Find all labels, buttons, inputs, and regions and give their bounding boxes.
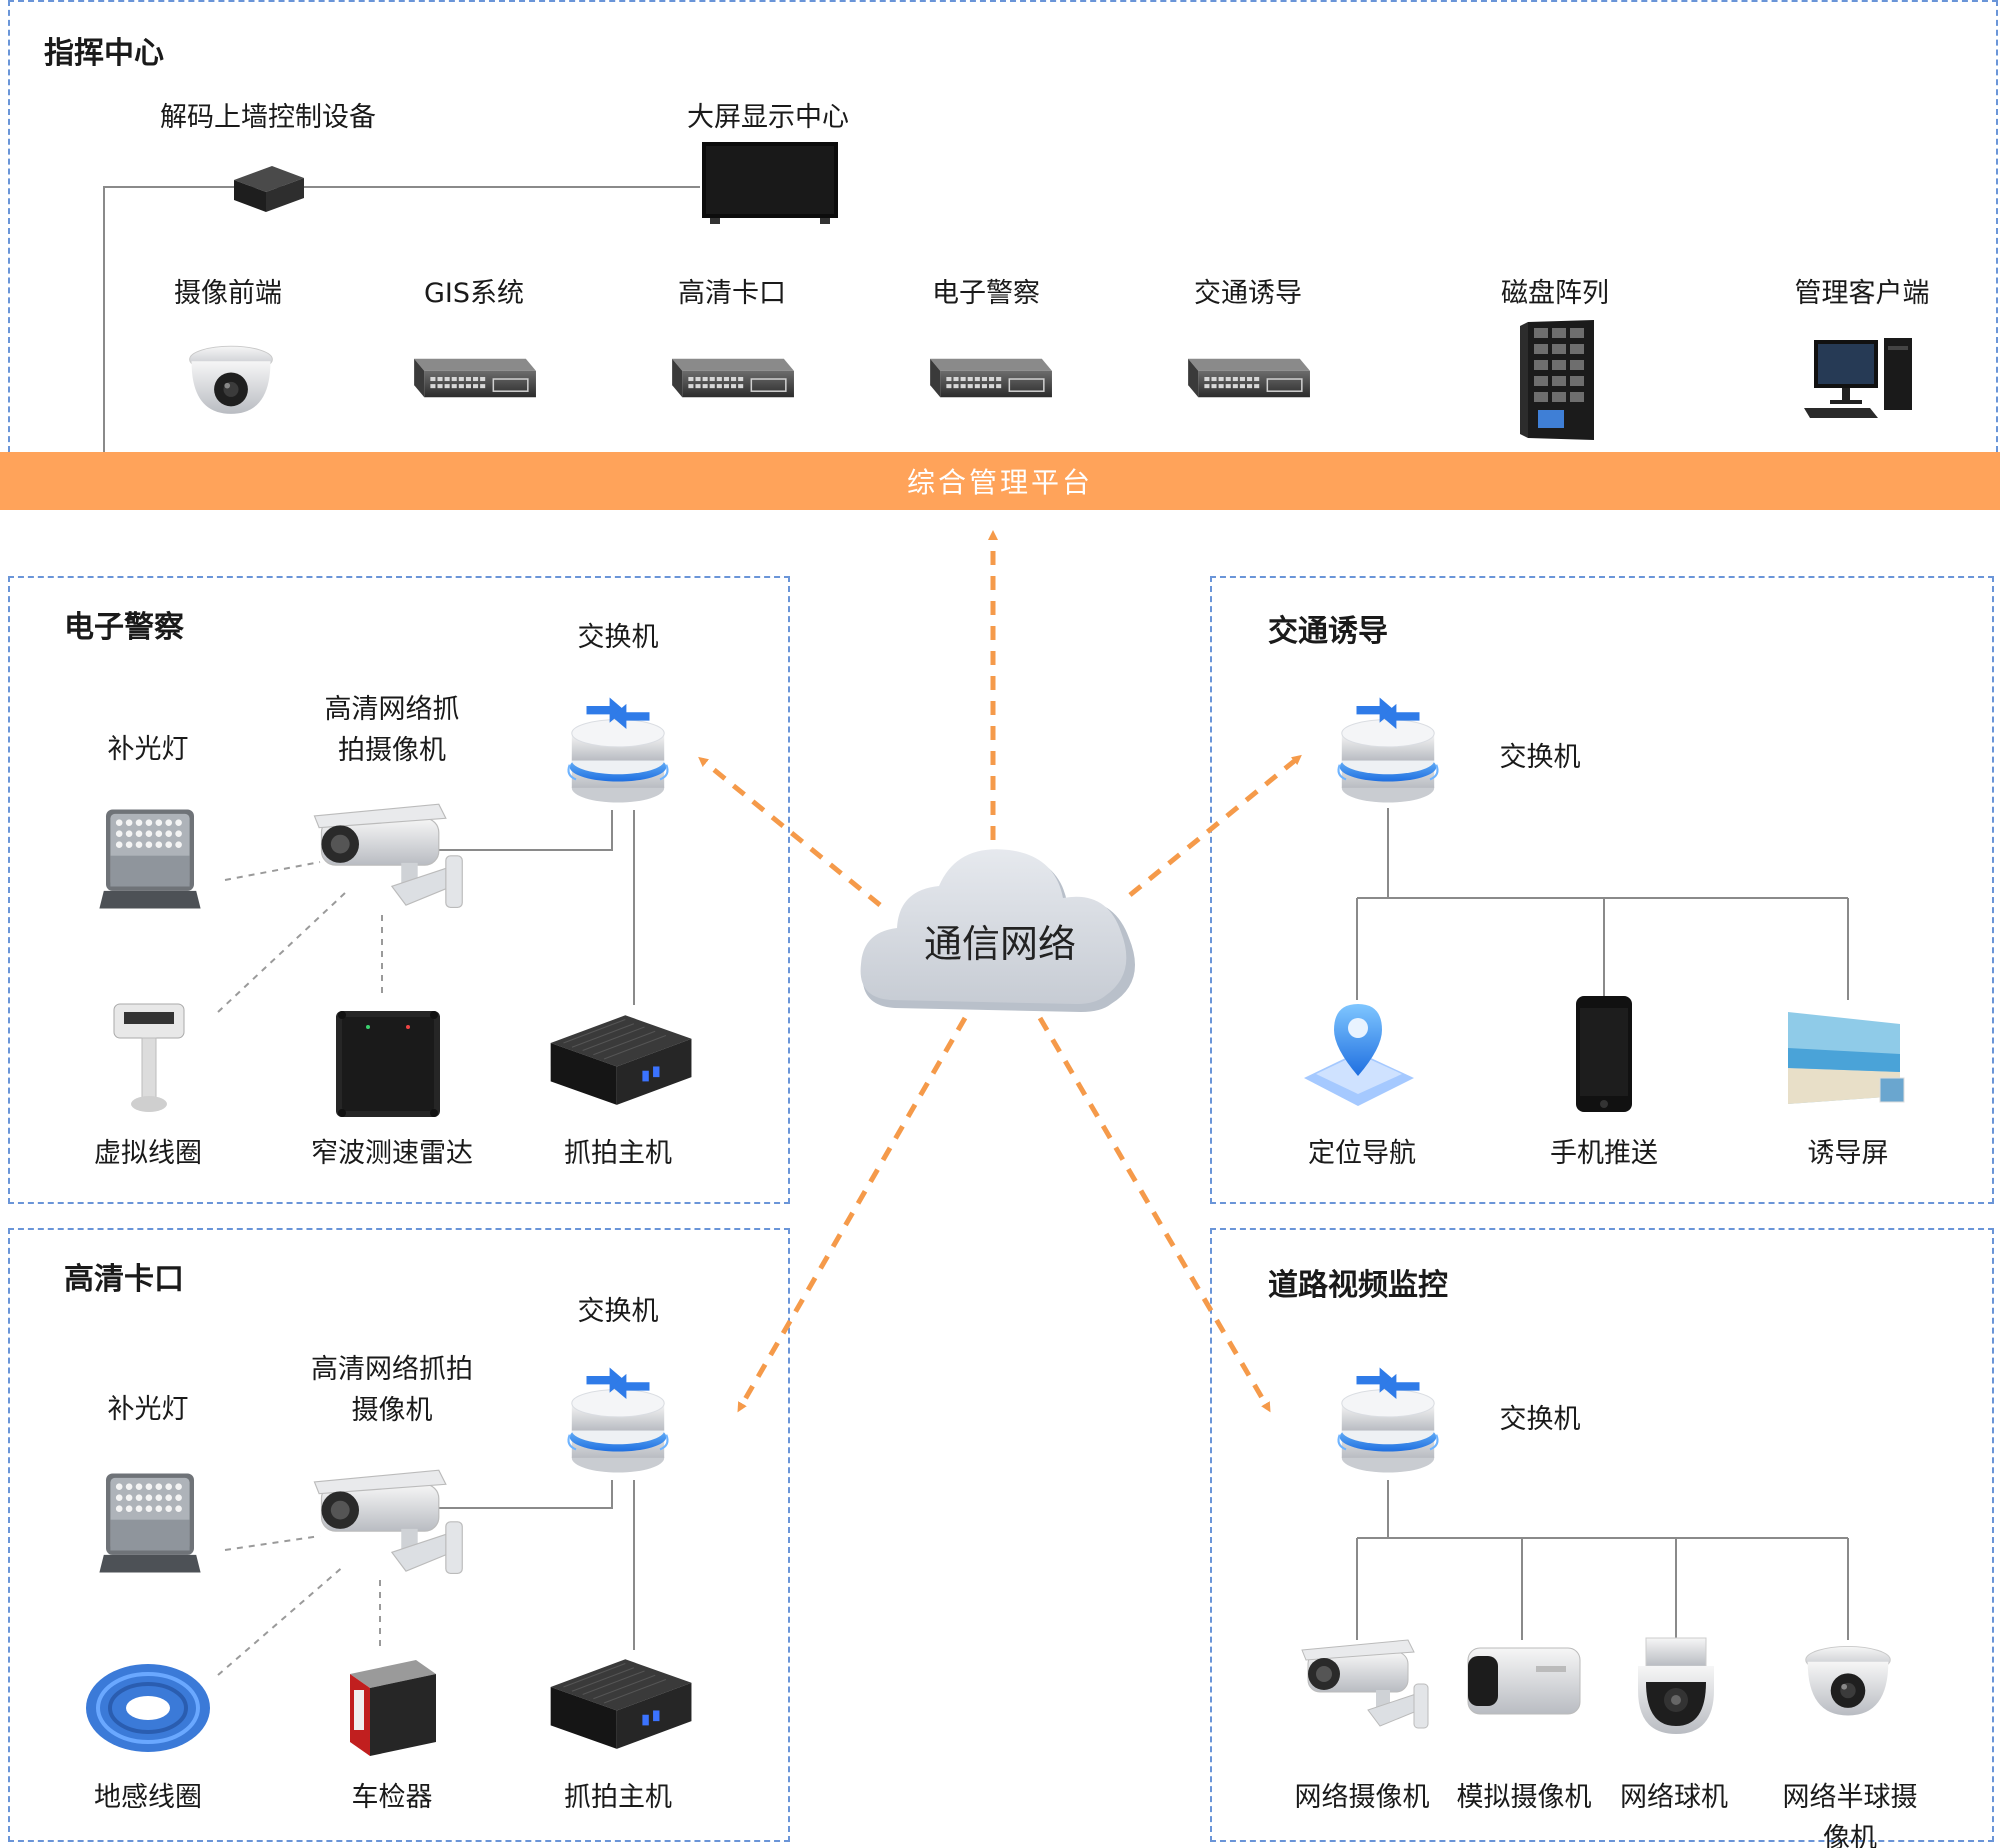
hc-coil-dotted bbox=[217, 1564, 346, 1676]
ep-host-label: 抓拍主机 bbox=[564, 1138, 672, 1169]
disk-array-icon bbox=[1516, 318, 1600, 442]
hc-capture-host-icon bbox=[540, 1644, 700, 1762]
arrow-to-hd-checkpoint bbox=[737, 1016, 968, 1413]
device-label-camera-frontend: 摄像前端 bbox=[174, 278, 282, 309]
rv-label-half-dome: 网络半球摄像机 bbox=[1782, 1782, 1918, 1848]
traffic-guidance-title: 交通诱导 bbox=[1268, 614, 1388, 649]
rv-switch-label: 交换机 bbox=[1499, 1404, 1581, 1435]
hc-network-switch-icon bbox=[555, 1358, 681, 1480]
command-center-title: 指挥中心 bbox=[44, 36, 164, 71]
road-video-zone bbox=[1210, 1228, 1994, 1842]
ep-capture-host-icon bbox=[540, 1000, 700, 1118]
rv-label-network-camera: 网络摄像机 bbox=[1294, 1782, 1430, 1813]
screen-label: 大屏显示中心 bbox=[687, 102, 849, 133]
hc-light-dotted bbox=[224, 1535, 321, 1551]
rv-label-ptz-dome: 网络球机 bbox=[1620, 1782, 1728, 1813]
guidance-screen-icon bbox=[1784, 1008, 1908, 1108]
location-navigation-icon bbox=[1296, 996, 1422, 1114]
bullet-camera-icon bbox=[1462, 1638, 1586, 1734]
ep-radar-icon bbox=[328, 1005, 448, 1123]
hc-light-label: 补光灯 bbox=[107, 1394, 189, 1425]
ep-loop-dotted bbox=[217, 892, 346, 1013]
large-screen-icon bbox=[700, 140, 840, 226]
hd-checkpoint-zone bbox=[8, 1228, 790, 1842]
ep-loop-label: 虚拟线圈 bbox=[94, 1138, 202, 1169]
rv-label-analog-camera: 模拟摄像机 bbox=[1456, 1782, 1592, 1813]
network-label: 通信网络 bbox=[923, 921, 1076, 966]
guidance-switch-icon bbox=[1180, 350, 1312, 406]
device-label-disk-array: 磁盘阵列 bbox=[1501, 278, 1609, 309]
hc-fill-light-icon bbox=[95, 1462, 205, 1584]
dome-camera-icon bbox=[184, 340, 278, 420]
hc-detector-label: 车检器 bbox=[351, 1782, 433, 1813]
box-camera-icon bbox=[1288, 1628, 1438, 1742]
hd-checkpoint-title: 高清卡口 bbox=[64, 1262, 184, 1297]
command-center-zone bbox=[8, 0, 1998, 452]
ep-network-switch-icon bbox=[555, 688, 681, 810]
ptz-dome-icon bbox=[1628, 1634, 1724, 1738]
ep-box-camera-icon bbox=[298, 792, 474, 922]
tg-switch-label: 交换机 bbox=[1499, 742, 1581, 773]
rv-network-switch-icon bbox=[1325, 1358, 1451, 1480]
tg-label-navigation: 定位导航 bbox=[1308, 1138, 1416, 1169]
cloud-icon: 通信网络 bbox=[855, 840, 1145, 1020]
ground-coil-icon bbox=[80, 1656, 216, 1760]
device-label-gis: GIS系统 bbox=[423, 278, 525, 309]
electronic-police-zone bbox=[8, 576, 790, 1204]
electronic-police-title: 电子警察 bbox=[64, 610, 184, 645]
ep-radar-label: 窄波测速雷达 bbox=[311, 1138, 473, 1169]
desktop-computer-icon bbox=[1800, 334, 1920, 424]
ep-light-label: 补光灯 bbox=[107, 734, 189, 765]
ep-virtual-loop-icon bbox=[106, 998, 194, 1118]
decoder-wire bbox=[103, 186, 700, 452]
device-label-hd-checkpoint: 高清卡口 bbox=[678, 278, 786, 309]
device-label-electronic-police: 电子警察 bbox=[932, 278, 1040, 309]
ep-switch-label: 交换机 bbox=[577, 622, 659, 653]
device-label-management-client: 管理客户端 bbox=[1794, 278, 1930, 309]
hc-camera-label: 高清网络抓拍 摄像机 bbox=[311, 1354, 473, 1426]
hc-box-camera-icon bbox=[298, 1458, 474, 1588]
tg-network-switch-icon bbox=[1325, 688, 1451, 810]
platform-bar: 综合管理平台 bbox=[0, 452, 2000, 510]
ep-switch-camera-wire bbox=[430, 810, 613, 851]
arrow-to-road-video bbox=[1037, 1016, 1271, 1413]
dome-camera-icon bbox=[1800, 1640, 1896, 1722]
gis-switch-icon bbox=[406, 350, 538, 406]
tg-label-guidance-screen: 诱导屏 bbox=[1807, 1138, 1889, 1169]
hc-host-label: 抓拍主机 bbox=[564, 1782, 672, 1813]
ep-camera-label: 高清网络抓 拍摄像机 bbox=[324, 694, 460, 766]
police-switch-icon bbox=[922, 350, 1054, 406]
arrow-to-traffic-guidance bbox=[1128, 754, 1302, 897]
smartphone-icon bbox=[1574, 994, 1634, 1114]
ep-light-dotted bbox=[224, 861, 321, 881]
vehicle-detector-icon bbox=[342, 1652, 442, 1762]
hc-switch-camera-wire bbox=[430, 1480, 613, 1509]
checkpoint-switch-icon bbox=[664, 350, 796, 406]
hc-coil-label: 地感线圈 bbox=[94, 1782, 202, 1813]
ep-fill-light-icon bbox=[95, 798, 205, 920]
arrow-to-electronic-police bbox=[698, 756, 882, 907]
decoder-label: 解码上墙控制设备 bbox=[160, 102, 376, 133]
hc-switch-label: 交换机 bbox=[577, 1296, 659, 1327]
traffic-guidance-zone bbox=[1210, 576, 1994, 1204]
device-label-traffic-guidance: 交通诱导 bbox=[1194, 278, 1302, 309]
road-video-title: 道路视频监控 bbox=[1268, 1268, 1448, 1303]
tg-label-phone-push: 手机推送 bbox=[1550, 1138, 1658, 1169]
decoder-device-icon bbox=[228, 160, 308, 218]
